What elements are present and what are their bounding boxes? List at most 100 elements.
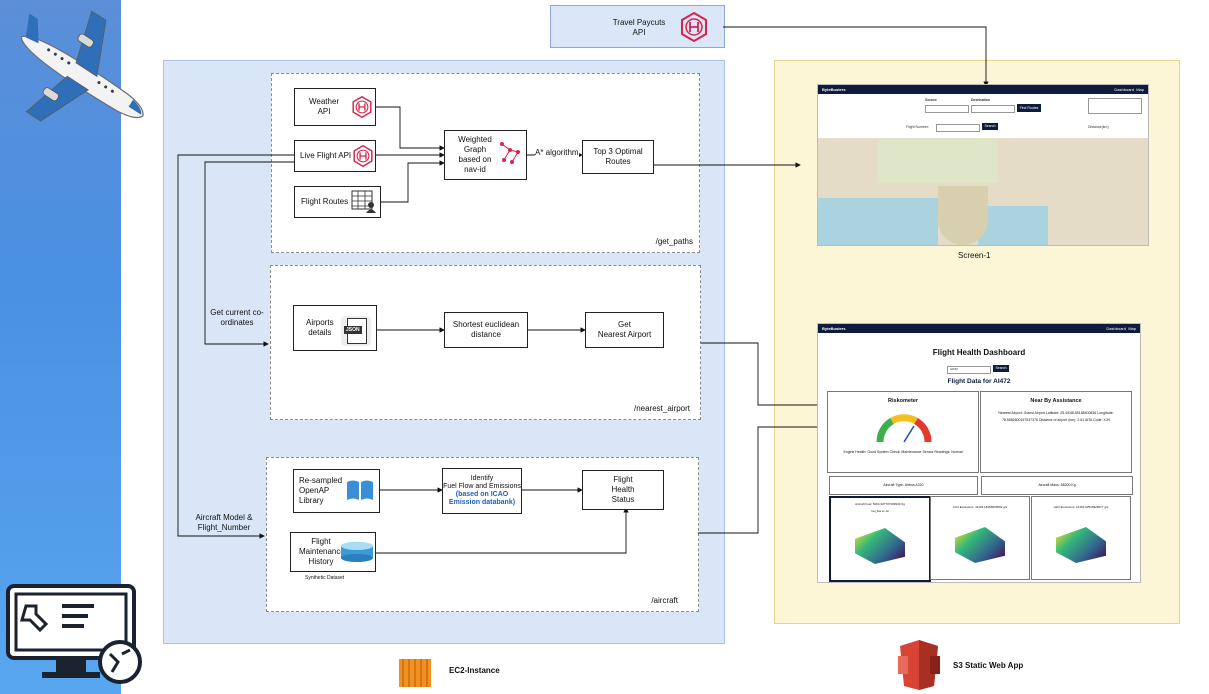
screen2-search-button[interactable]: Search [993, 365, 1009, 372]
co2-label: CO2 Emissions: 31103.18186839592 g/s [952, 505, 1008, 509]
risk-line-2: System Check: Maintenance [876, 450, 922, 454]
aircraft-route-label: /aircraft [651, 596, 678, 605]
airports-label-2: details [308, 328, 332, 337]
aircraft-model-edge-label: Aircraft Model & Flight_Number [184, 513, 264, 533]
weighted-graph-node: Weighted Graph based on nav-id [444, 130, 527, 180]
fuel-card: Aircraft Fuel: 5064.307707182933 Kg fuel… [829, 496, 931, 582]
aws-ec2-icon [399, 659, 431, 687]
risk-line-3: Sensor Readings: Normal [922, 450, 963, 454]
riskometer-title: Riskometer [888, 398, 918, 404]
get-paths-route-label: /get_paths [655, 237, 693, 246]
screen1-search-button[interactable]: Search [982, 123, 998, 130]
openap-label-1: Re-sampled [299, 476, 343, 485]
screen1-nav-dashboard[interactable]: Dashboard [1114, 87, 1134, 92]
nearest-airport-route-label: /nearest_airport [633, 404, 690, 413]
travel-payouts-label-api: API [632, 28, 646, 37]
live-flight-api-label: Live Flight API [300, 151, 352, 160]
riskometer-card: Riskometer Engine Health: Good System Ch… [827, 391, 979, 473]
astar-edge-label: A* algorithm [535, 148, 579, 158]
openap-label-2: OpenAP [299, 486, 330, 495]
health-label-1: Flight [613, 475, 633, 484]
identify-label-4: Emission databank) [448, 499, 516, 506]
travel-payouts-label: Travel Paycuts [612, 18, 666, 27]
screen2-search-input[interactable]: AI472 [947, 366, 991, 374]
nearby-line-5: IATA Code: XJH [1085, 418, 1111, 422]
co2-card: CO2 Emissions: 31103.18186839592 g/s [930, 496, 1030, 580]
flight-routes-label: Flight Routes [301, 197, 349, 206]
travel-payouts-api-box: Travel Paycuts API [550, 5, 725, 48]
screen2-brand: ByteBusters [822, 326, 846, 331]
get-coordinates-line-3: co-ordinates [220, 308, 264, 327]
shortest-label-1: Shortest euclidean [452, 320, 520, 329]
synthetic-dataset-label: Synthetic Dataset [305, 575, 345, 581]
sidebar-panel [0, 0, 121, 694]
identify-label-2: Fuel Flow and Emissions [443, 483, 521, 490]
s3-label: S3 Static Web App [953, 661, 1024, 670]
identify-label-3: (based on ICAO [455, 491, 509, 498]
api-hexagon-icon [352, 96, 372, 118]
airports-label-1: Airports [306, 318, 334, 327]
h2o-surface-plot [1056, 527, 1106, 563]
screen1-find-routes-button[interactable]: Find Routes [1017, 104, 1041, 112]
identify-label-1: Identify [470, 475, 494, 482]
database-icon [341, 542, 373, 562]
screen1-navbar: ByteBusters Dashboard Map [818, 85, 1148, 94]
screen2-title: Flight Health Dashboard [932, 348, 1026, 357]
nearby-title: Near By Assistance [1030, 398, 1082, 404]
openap-label-3: Library [299, 496, 324, 505]
screen2-nav-dashboard[interactable]: Dashboard [1106, 326, 1126, 331]
weather-api-label-2: API [317, 107, 331, 116]
screen1-map[interactable] [818, 138, 1148, 245]
fuel-chart-title: fuel_flow vs. Alt [871, 510, 889, 513]
shortest-label-2: distance [471, 330, 501, 339]
health-label-3: Status [611, 495, 635, 504]
maintenance-label-1: Flight [311, 537, 331, 546]
graph-nodes-icon [500, 142, 520, 164]
nearby-line-1: Nearest Airport: Jhansi Airport [998, 411, 1045, 415]
nearest-label-2: Nearest Airport [597, 330, 652, 339]
screen2-nav-map[interactable]: Map [1128, 326, 1136, 331]
ec2-label: EC2-Instance [449, 666, 500, 675]
screen1-distance-label: Distance(km) [1088, 125, 1109, 129]
nearest-label-1: Get [618, 320, 631, 329]
screen1-options-box[interactable] [1088, 98, 1142, 114]
aircraft-mass-card: Aircraft Mass: 58200 Kg [981, 476, 1133, 495]
aws-s3-icon [898, 640, 940, 690]
fuel-surface-plot [855, 528, 905, 564]
aircraft-model-line-1: Aircraft Model & [195, 513, 253, 522]
screen1-source-input[interactable] [925, 105, 969, 113]
screen1-brand: ByteBusters [822, 87, 846, 92]
weighted-graph-label-4: nav-id [464, 165, 486, 174]
fuel-label: Aircraft Fuel: 5064.307707182933 Kg [855, 502, 905, 506]
airplane-icon [20, 10, 144, 122]
json-file-icon: JSON [341, 316, 371, 346]
h2o-label: H2O Emissions: 14391.62515928277 g/s [1053, 505, 1109, 509]
weighted-graph-label-3: based on [458, 155, 492, 164]
screen1-caption: Screen-1 [958, 251, 991, 260]
weighted-graph-label-2: Graph [463, 145, 487, 154]
health-label-2: Health [611, 485, 635, 494]
api-hexagon-icon [353, 145, 373, 167]
identify-emissions-node: Identify Fuel Flow and Emissions (based … [442, 468, 522, 514]
aircraft-model-line-2: Flight_Number [197, 523, 251, 532]
maintenance-label-3: History [308, 557, 334, 566]
nearby-line-2: Latitude: 25.4918159168400836 [1045, 411, 1097, 415]
co2-surface-plot [955, 527, 1005, 563]
screen1-destination-input[interactable] [971, 105, 1015, 113]
screen1-source-label: Source [925, 98, 937, 102]
maintenance-label-2: Maintenance [299, 547, 345, 556]
screen1-mockup: ByteBusters Dashboard Map Source Destina… [817, 84, 1149, 246]
api-hexagon-icon [681, 12, 707, 42]
screen1-flight-number-input[interactable] [936, 124, 980, 132]
book-icon [347, 480, 373, 500]
weather-api-label: Weather [309, 97, 340, 106]
json-badge: JSON [344, 326, 362, 334]
weighted-graph-label-1: Weighted [458, 135, 492, 144]
h2o-card: H2O Emissions: 14391.62515928277 g/s [1031, 496, 1131, 580]
table-user-icon [351, 190, 376, 213]
screen1-nav-map[interactable]: Map [1136, 87, 1144, 92]
